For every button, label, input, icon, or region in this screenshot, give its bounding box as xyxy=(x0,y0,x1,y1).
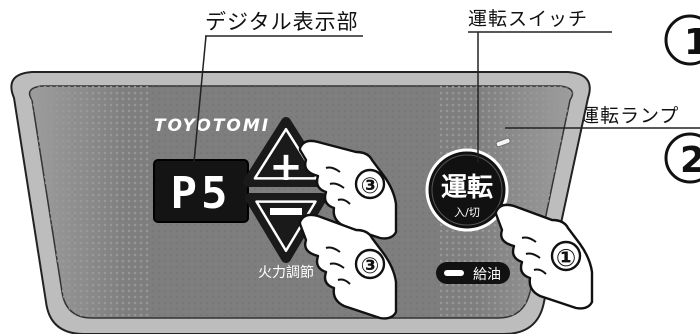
run-lamp xyxy=(495,137,511,148)
step-1-marker: 1 xyxy=(664,14,700,66)
step-2-number: 2 xyxy=(680,140,700,181)
hand-pointer-power: ① xyxy=(494,203,594,310)
display-callout-pointer xyxy=(193,35,207,163)
lamp-callout-label: 運転ランプ xyxy=(580,105,680,127)
power-button-sublabel: 入/切 xyxy=(454,206,480,219)
refuel-lamp xyxy=(444,270,464,276)
refuel-label: 給油 xyxy=(473,267,501,283)
brand-logo: TOYOTOMI xyxy=(154,116,270,136)
display-callout-label: デジタル表示部 xyxy=(205,10,359,34)
step-marker-power: ① xyxy=(556,244,576,272)
step-1-number: 1 xyxy=(684,22,700,63)
hand-pointer-minus: ③ xyxy=(298,213,398,320)
hand-pointer-plus: ③ xyxy=(298,139,398,240)
minus-icon xyxy=(270,208,302,215)
plus-icon: + xyxy=(269,144,303,190)
display-readout: P5 xyxy=(171,168,232,219)
power-button[interactable]: 運転 入/切 xyxy=(425,148,509,232)
refuel-indicator: 給油 xyxy=(436,262,510,284)
switch-callout-label: 運転スイッチ xyxy=(468,8,589,30)
flame-adjust-label: 火力調節 xyxy=(258,264,314,281)
power-button-label: 運転 xyxy=(441,173,493,203)
step-marker-plus: ③ xyxy=(361,174,380,199)
digital-display xyxy=(153,159,249,223)
step-marker-minus: ③ xyxy=(361,254,380,279)
step-2-marker: 2 xyxy=(664,132,700,184)
